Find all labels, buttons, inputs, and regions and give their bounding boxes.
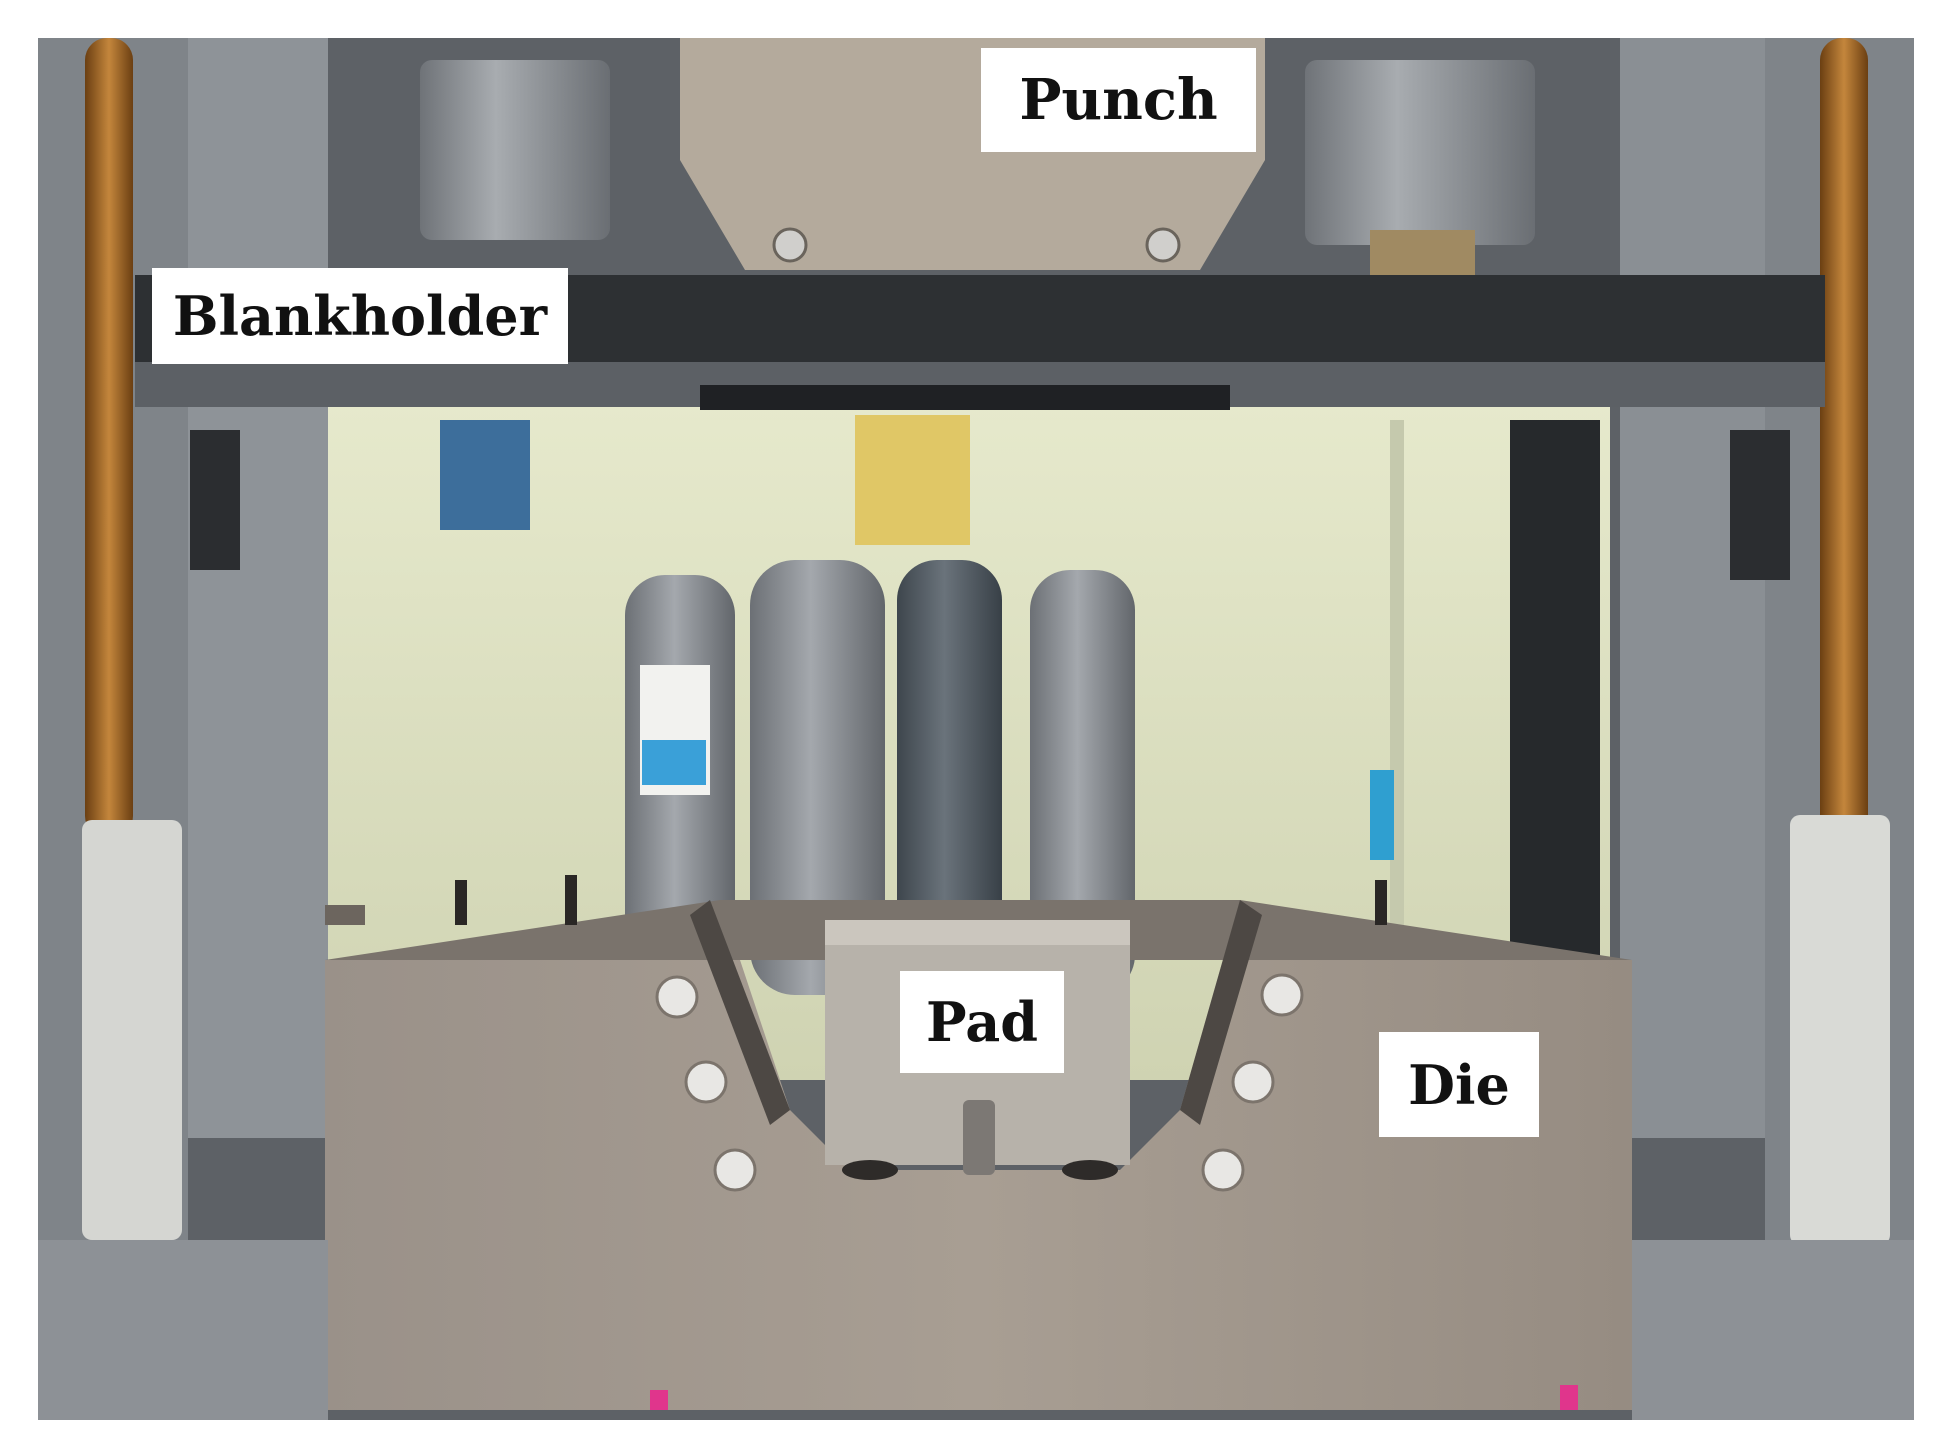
pad-label: Pad	[900, 971, 1064, 1073]
hydraulic-hoses	[82, 38, 1890, 1245]
die-label: Die	[1379, 1032, 1539, 1137]
guide-cylinders	[420, 60, 1535, 275]
punch-label: Punch	[981, 48, 1256, 152]
gas-cylinders	[625, 560, 1394, 995]
bolster-left	[38, 1240, 328, 1420]
blankholder-label: Blankholder	[152, 268, 568, 364]
bolster-right	[1632, 1240, 1914, 1420]
